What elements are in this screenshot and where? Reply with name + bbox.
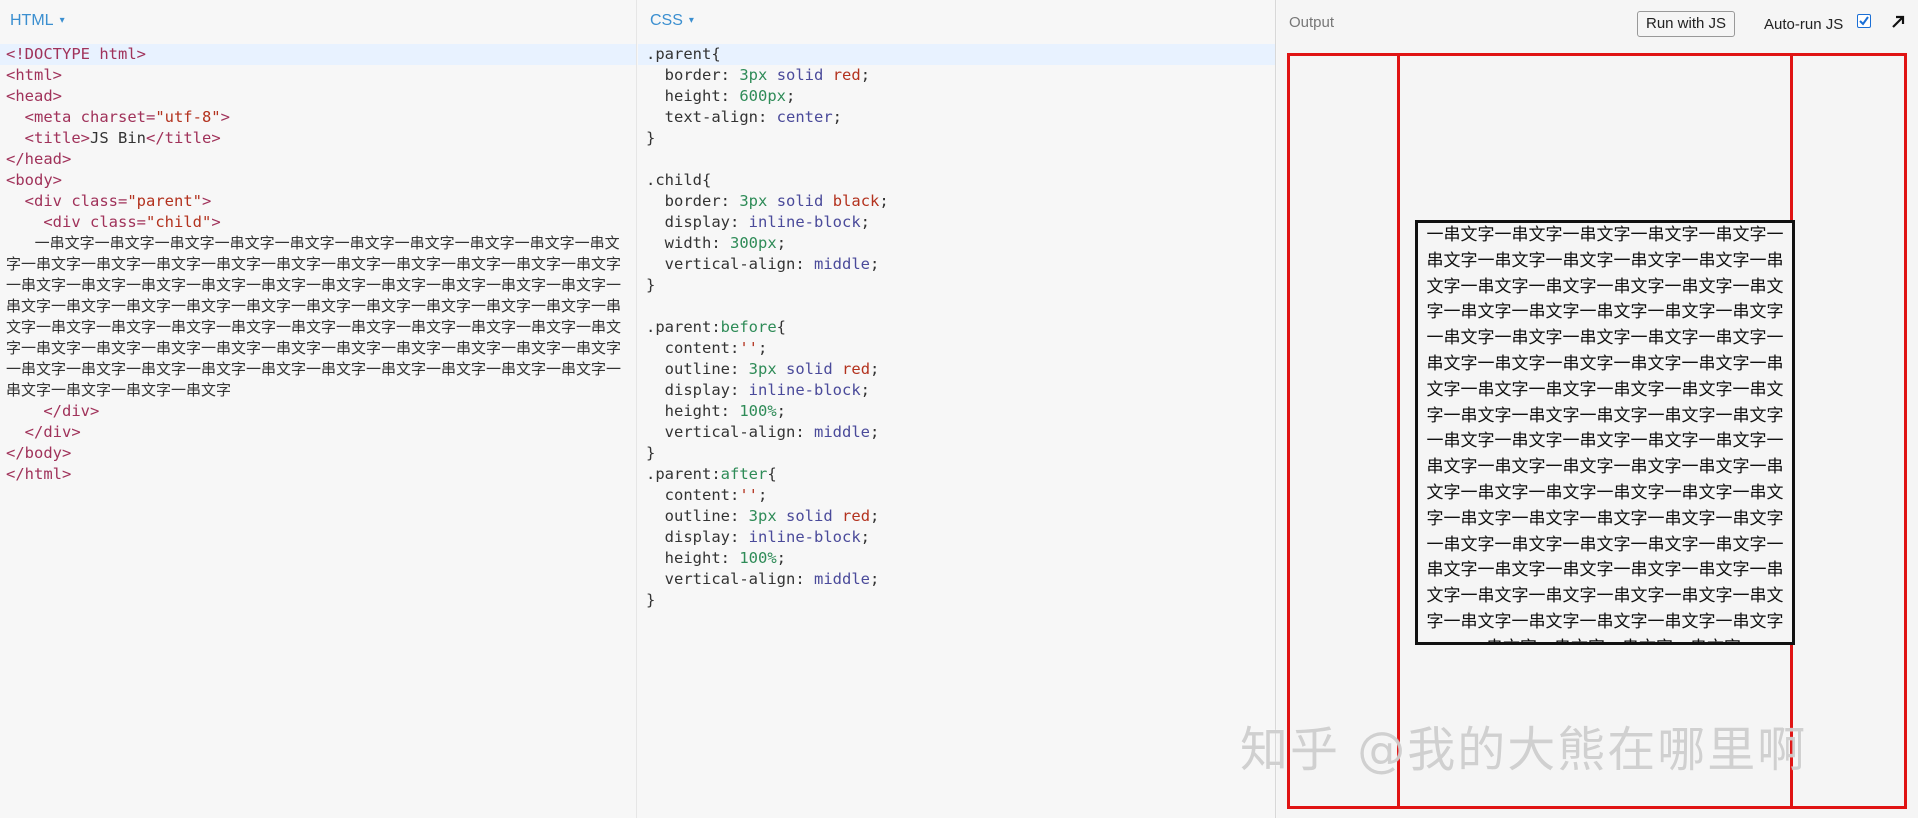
arrow-up-right-icon[interactable] — [1889, 13, 1907, 31]
code-line[interactable]: <html> — [6, 66, 62, 84]
code-line[interactable]: text-align: center; — [664, 108, 843, 126]
code-line[interactable]: height: 600px; — [664, 87, 796, 105]
code-line[interactable]: <div class="parent"> — [6, 192, 212, 210]
code-line[interactable]: display: inline-block; — [664, 528, 870, 546]
code-line[interactable]: outline: 3px solid red; — [664, 360, 880, 378]
checkmark-icon — [1859, 16, 1869, 26]
code-line[interactable]: </div> — [6, 423, 81, 441]
code-line[interactable]: border: 3px solid black; — [664, 192, 889, 210]
css-panel-header: CSS ▾ — [638, 0, 1275, 44]
code-line[interactable]: .parent{ — [638, 44, 1275, 65]
code-line[interactable]: display: inline-block; — [664, 381, 870, 399]
autorun-checkbox[interactable] — [1857, 14, 1871, 28]
code-line[interactable]: border: 3px solid red; — [664, 66, 871, 84]
code-line[interactable]: .parent:before{ — [646, 318, 786, 336]
code-line[interactable]: <!DOCTYPE html> — [0, 44, 636, 65]
code-line[interactable]: height: 100%; — [664, 549, 787, 567]
code-line[interactable]: vertical-align: middle; — [664, 255, 880, 273]
code-line[interactable]: <div class="child"> — [6, 213, 221, 231]
code-line[interactable]: vertical-align: middle; — [664, 570, 880, 588]
run-with-js-button[interactable]: Run with JS — [1637, 11, 1736, 37]
child-box: 一串文字一串文字一串文字一串文字一串文字一串文字一串文字一串文字一串文字一串文字… — [1415, 220, 1795, 645]
code-line[interactable]: </html> — [6, 465, 72, 483]
code-line-text-content[interactable]: 一串文字一串文字一串文字一串文字一串文字一串文字一串文字一串文字一串文字一串文字… — [6, 234, 622, 399]
code-line[interactable]: content:''; — [664, 339, 768, 357]
css-code-area[interactable]: .parent{ border: 3px solid red; height: … — [638, 44, 1275, 611]
code-line[interactable] — [638, 296, 1275, 317]
code-line[interactable] — [638, 149, 1275, 170]
parent-box — [1287, 53, 1907, 809]
code-line[interactable]: <meta charset="utf-8"> — [6, 108, 230, 126]
parent-before-outline — [1397, 53, 1400, 809]
html-panel-title-label: HTML — [10, 12, 54, 29]
code-line[interactable]: </head> — [6, 150, 72, 168]
css-panel-title-label: CSS — [650, 12, 683, 29]
code-line[interactable]: .child{ — [646, 171, 712, 189]
code-line[interactable]: } — [646, 591, 656, 609]
html-panel-header: HTML ▾ — [0, 0, 636, 44]
code-line[interactable]: width: 300px; — [664, 234, 787, 252]
code-line[interactable]: <body> — [6, 171, 62, 189]
code-line[interactable]: </div> — [6, 402, 100, 420]
css-panel-title[interactable]: CSS ▾ — [650, 12, 694, 30]
code-line[interactable]: display: inline-block; — [664, 213, 870, 231]
code-line[interactable]: <head> — [6, 87, 62, 105]
code-line[interactable]: } — [646, 444, 656, 462]
css-editor-panel: CSS ▾ .parent{ border: 3px solid red; hei… — [638, 0, 1276, 818]
chevron-down-icon: ▾ — [59, 15, 65, 26]
code-line[interactable]: </body> — [6, 444, 72, 462]
autorun-label: Auto-run JS — [1764, 16, 1844, 33]
code-line[interactable]: outline: 3px solid red; — [664, 507, 880, 525]
output-panel: Output Run with JS Auto-run JS 一串文字一串文字一… — [1277, 0, 1918, 818]
code-line[interactable]: content:''; — [664, 486, 768, 504]
code-line[interactable]: .parent:after{ — [646, 465, 777, 483]
code-line[interactable]: vertical-align: middle; — [664, 423, 880, 441]
chevron-down-icon: ▾ — [688, 15, 694, 26]
code-line[interactable]: } — [646, 276, 656, 294]
html-editor-panel: HTML ▾ <!DOCTYPE html> <html> <head> <met… — [0, 0, 637, 818]
html-panel-title[interactable]: HTML ▾ — [10, 12, 65, 30]
output-frame: 一串文字一串文字一串文字一串文字一串文字一串文字一串文字一串文字一串文字一串文字… — [1287, 53, 1907, 809]
code-line[interactable]: <title>JS Bin</title> — [6, 129, 221, 147]
output-panel-title: Output — [1289, 14, 1335, 31]
code-line[interactable]: } — [646, 129, 656, 147]
html-code-area[interactable]: <!DOCTYPE html> <html> <head> <meta char… — [0, 44, 636, 485]
code-line[interactable]: height: 100%; — [664, 402, 787, 420]
